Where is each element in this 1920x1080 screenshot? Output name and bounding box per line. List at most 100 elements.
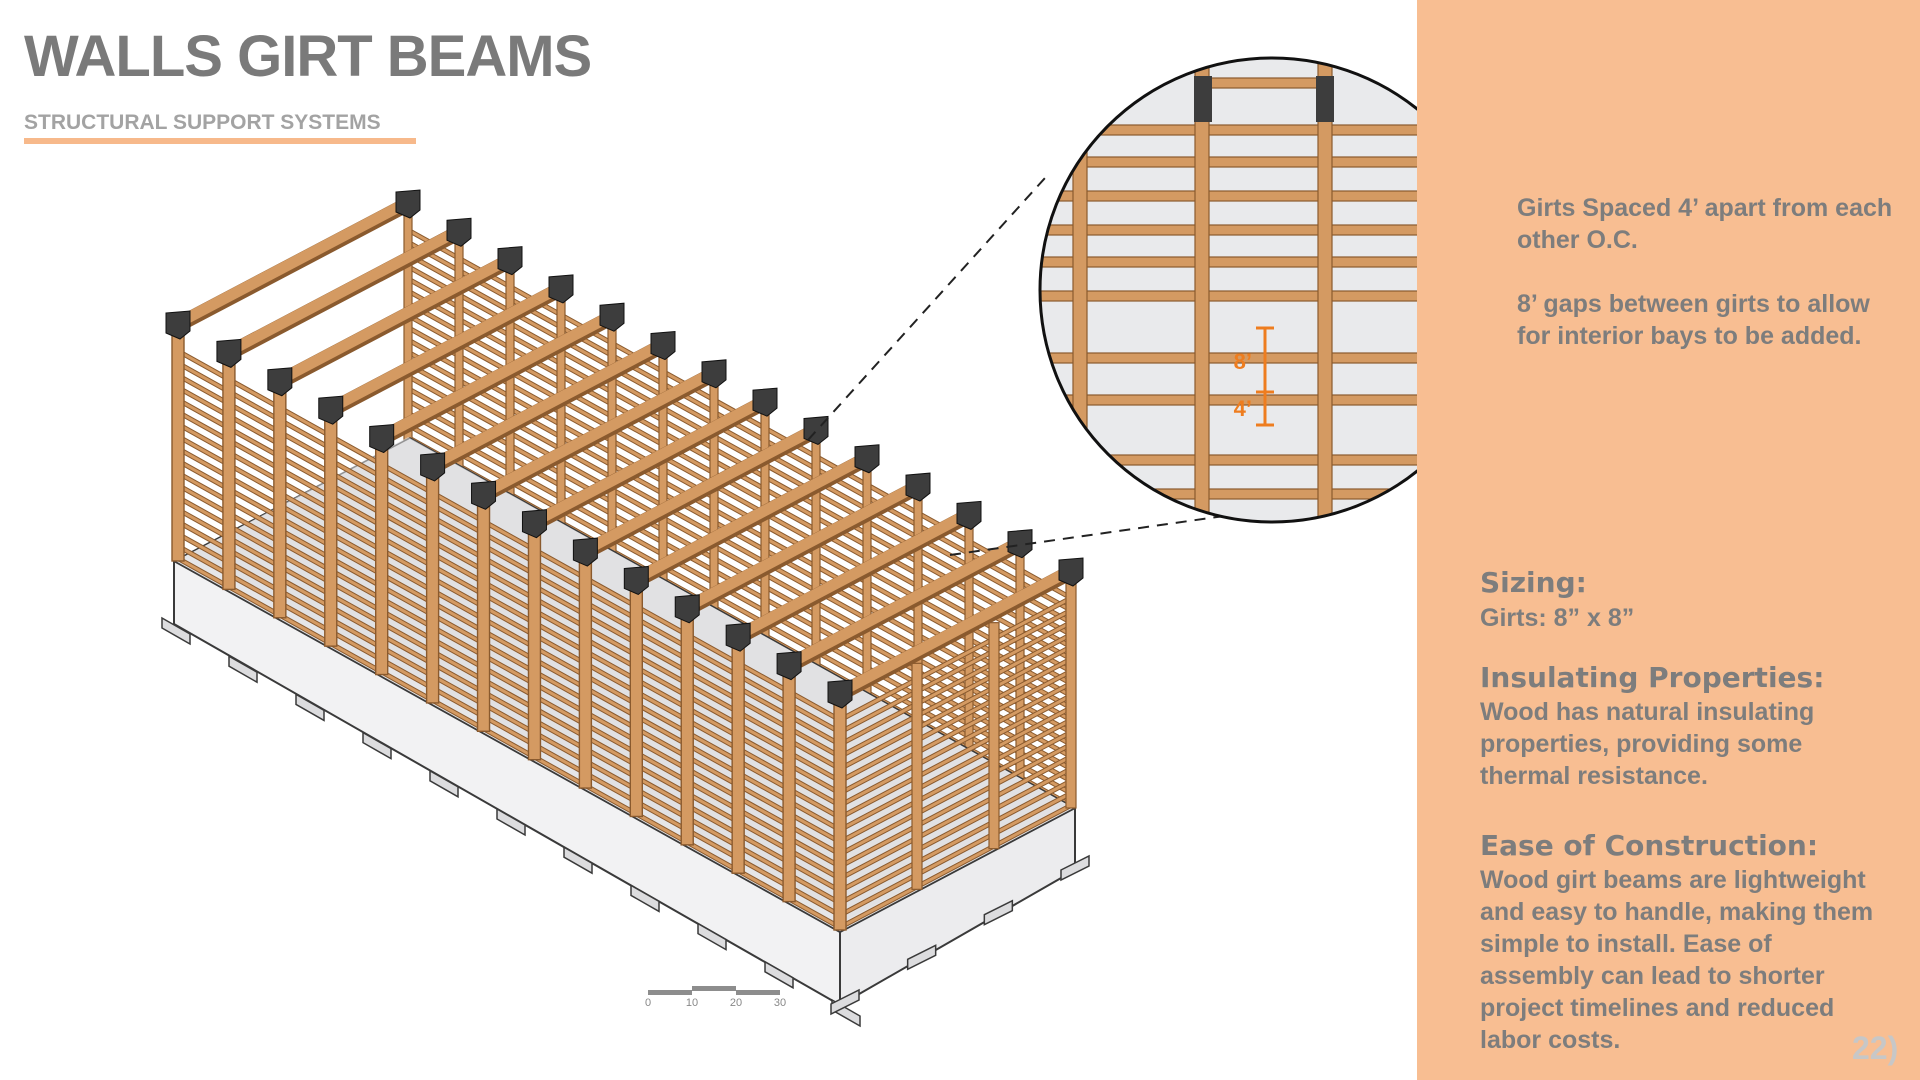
beam-bracket (471, 480, 497, 510)
detail-bracket (1316, 76, 1334, 122)
top-beam (226, 225, 462, 357)
back-post (811, 437, 821, 668)
beam-bracket (701, 359, 727, 389)
info-sidebar: Girts Spaced 4’ apart from each other O.… (1417, 0, 1920, 1080)
end-girt-face (839, 608, 1072, 734)
back-post (964, 522, 974, 752)
back-post (403, 211, 413, 441)
scale-seg-2 (692, 986, 736, 991)
structure-drawing: 8’ 4’ 0 10 20 30 (161, 56, 1417, 1028)
scale-seg-1 (648, 990, 692, 995)
sizing-heading: Sizing: (1480, 566, 1587, 599)
back-post (454, 239, 464, 469)
top-beam (582, 423, 819, 555)
footing-block (630, 884, 660, 913)
detail-girt (1040, 290, 1417, 302)
back-post (505, 268, 515, 498)
end-girt-face (839, 718, 1072, 844)
leader-line-top (807, 177, 1046, 441)
beam-bracket (318, 395, 344, 425)
page-number: 22) (1852, 1030, 1899, 1066)
front-post (273, 385, 287, 619)
front-girt-face (177, 422, 841, 795)
beam-bracket (216, 338, 242, 368)
beam-bracket (956, 500, 982, 530)
top-beam (531, 395, 768, 527)
top-beam (379, 310, 615, 442)
front-post (731, 640, 745, 874)
scale-tick-20: 20 (730, 997, 742, 1009)
rafter-group (165, 189, 1084, 709)
ease-body: Wood girt beams are lightweight and easy… (1480, 866, 1874, 1054)
beam-bracket (725, 622, 751, 652)
front-post (782, 668, 796, 903)
front-girt-face (177, 557, 841, 929)
footing-block (362, 731, 392, 760)
detail-girt (1040, 224, 1417, 236)
footing-block (1060, 854, 1090, 882)
beam-bracket (446, 217, 472, 247)
end-girt-face (839, 791, 1072, 917)
detail-post (1317, 58, 1333, 522)
end-girt-face (839, 669, 1072, 795)
end-girt-face (839, 633, 1072, 758)
end-girt-face (839, 804, 1072, 929)
beam-bracket (1007, 529, 1033, 559)
beam-bracket (267, 367, 293, 397)
detail-girt (1040, 190, 1417, 202)
front-post (324, 413, 338, 647)
front-girt-face (177, 361, 841, 734)
detail-girt (1040, 256, 1417, 268)
front-girt-face (177, 410, 841, 783)
detail-content (1040, 58, 1417, 522)
end-girt-face (839, 596, 1072, 722)
beam-bracket (623, 565, 649, 596)
girt-spacing-note: Girts Spaced 4’ apart from each other O.… (1517, 194, 1893, 254)
footing-block (161, 616, 191, 646)
back-post (556, 296, 566, 526)
back-post (862, 466, 872, 696)
end-post (988, 622, 1000, 850)
end-girt-face (839, 767, 1072, 893)
beam-bracket (497, 246, 523, 276)
dimension-label-4ft: 4’ (1234, 396, 1252, 421)
front-post (833, 697, 847, 931)
front-post (171, 328, 185, 562)
footing-block (429, 769, 459, 799)
front-post (476, 498, 491, 733)
page-title: WALLS GIRT BEAMS (24, 24, 592, 89)
front-girt-face (177, 496, 841, 868)
end-girt-face (839, 755, 1072, 880)
top-beam (277, 253, 513, 385)
beam-bracket (1058, 557, 1084, 587)
end-girt-face (839, 621, 1072, 746)
front-post (222, 356, 236, 591)
front-girt-face (177, 544, 841, 917)
top-beam (633, 451, 870, 584)
beam-bracket (548, 274, 574, 304)
top-beam (735, 508, 972, 641)
detail-girt (1040, 454, 1417, 466)
detail-bracket (1194, 76, 1212, 122)
front-girt-face (177, 483, 841, 856)
front-post (629, 583, 644, 818)
footing-block (697, 922, 727, 951)
scale-seg-3 (736, 990, 780, 995)
footing-block (764, 960, 794, 990)
leader-line-bottom (949, 512, 1246, 556)
back-post (760, 409, 770, 639)
front-post (680, 612, 694, 846)
scale-tick-10: 10 (686, 997, 698, 1009)
girt-gap-note: 8’ gaps between girts to allow for inter… (1517, 290, 1870, 350)
scale-tick-30: 30 (774, 997, 786, 1009)
front-post (374, 441, 389, 676)
beam-bracket (776, 651, 802, 681)
front-girt-face (177, 447, 841, 819)
detail-girt (1040, 352, 1417, 364)
beam-bracket (165, 310, 191, 340)
top-beam (837, 565, 1074, 697)
detail-post (1194, 58, 1210, 522)
front-wall-group (171, 328, 1077, 931)
front-girt-face (177, 471, 841, 844)
front-post (527, 526, 542, 761)
